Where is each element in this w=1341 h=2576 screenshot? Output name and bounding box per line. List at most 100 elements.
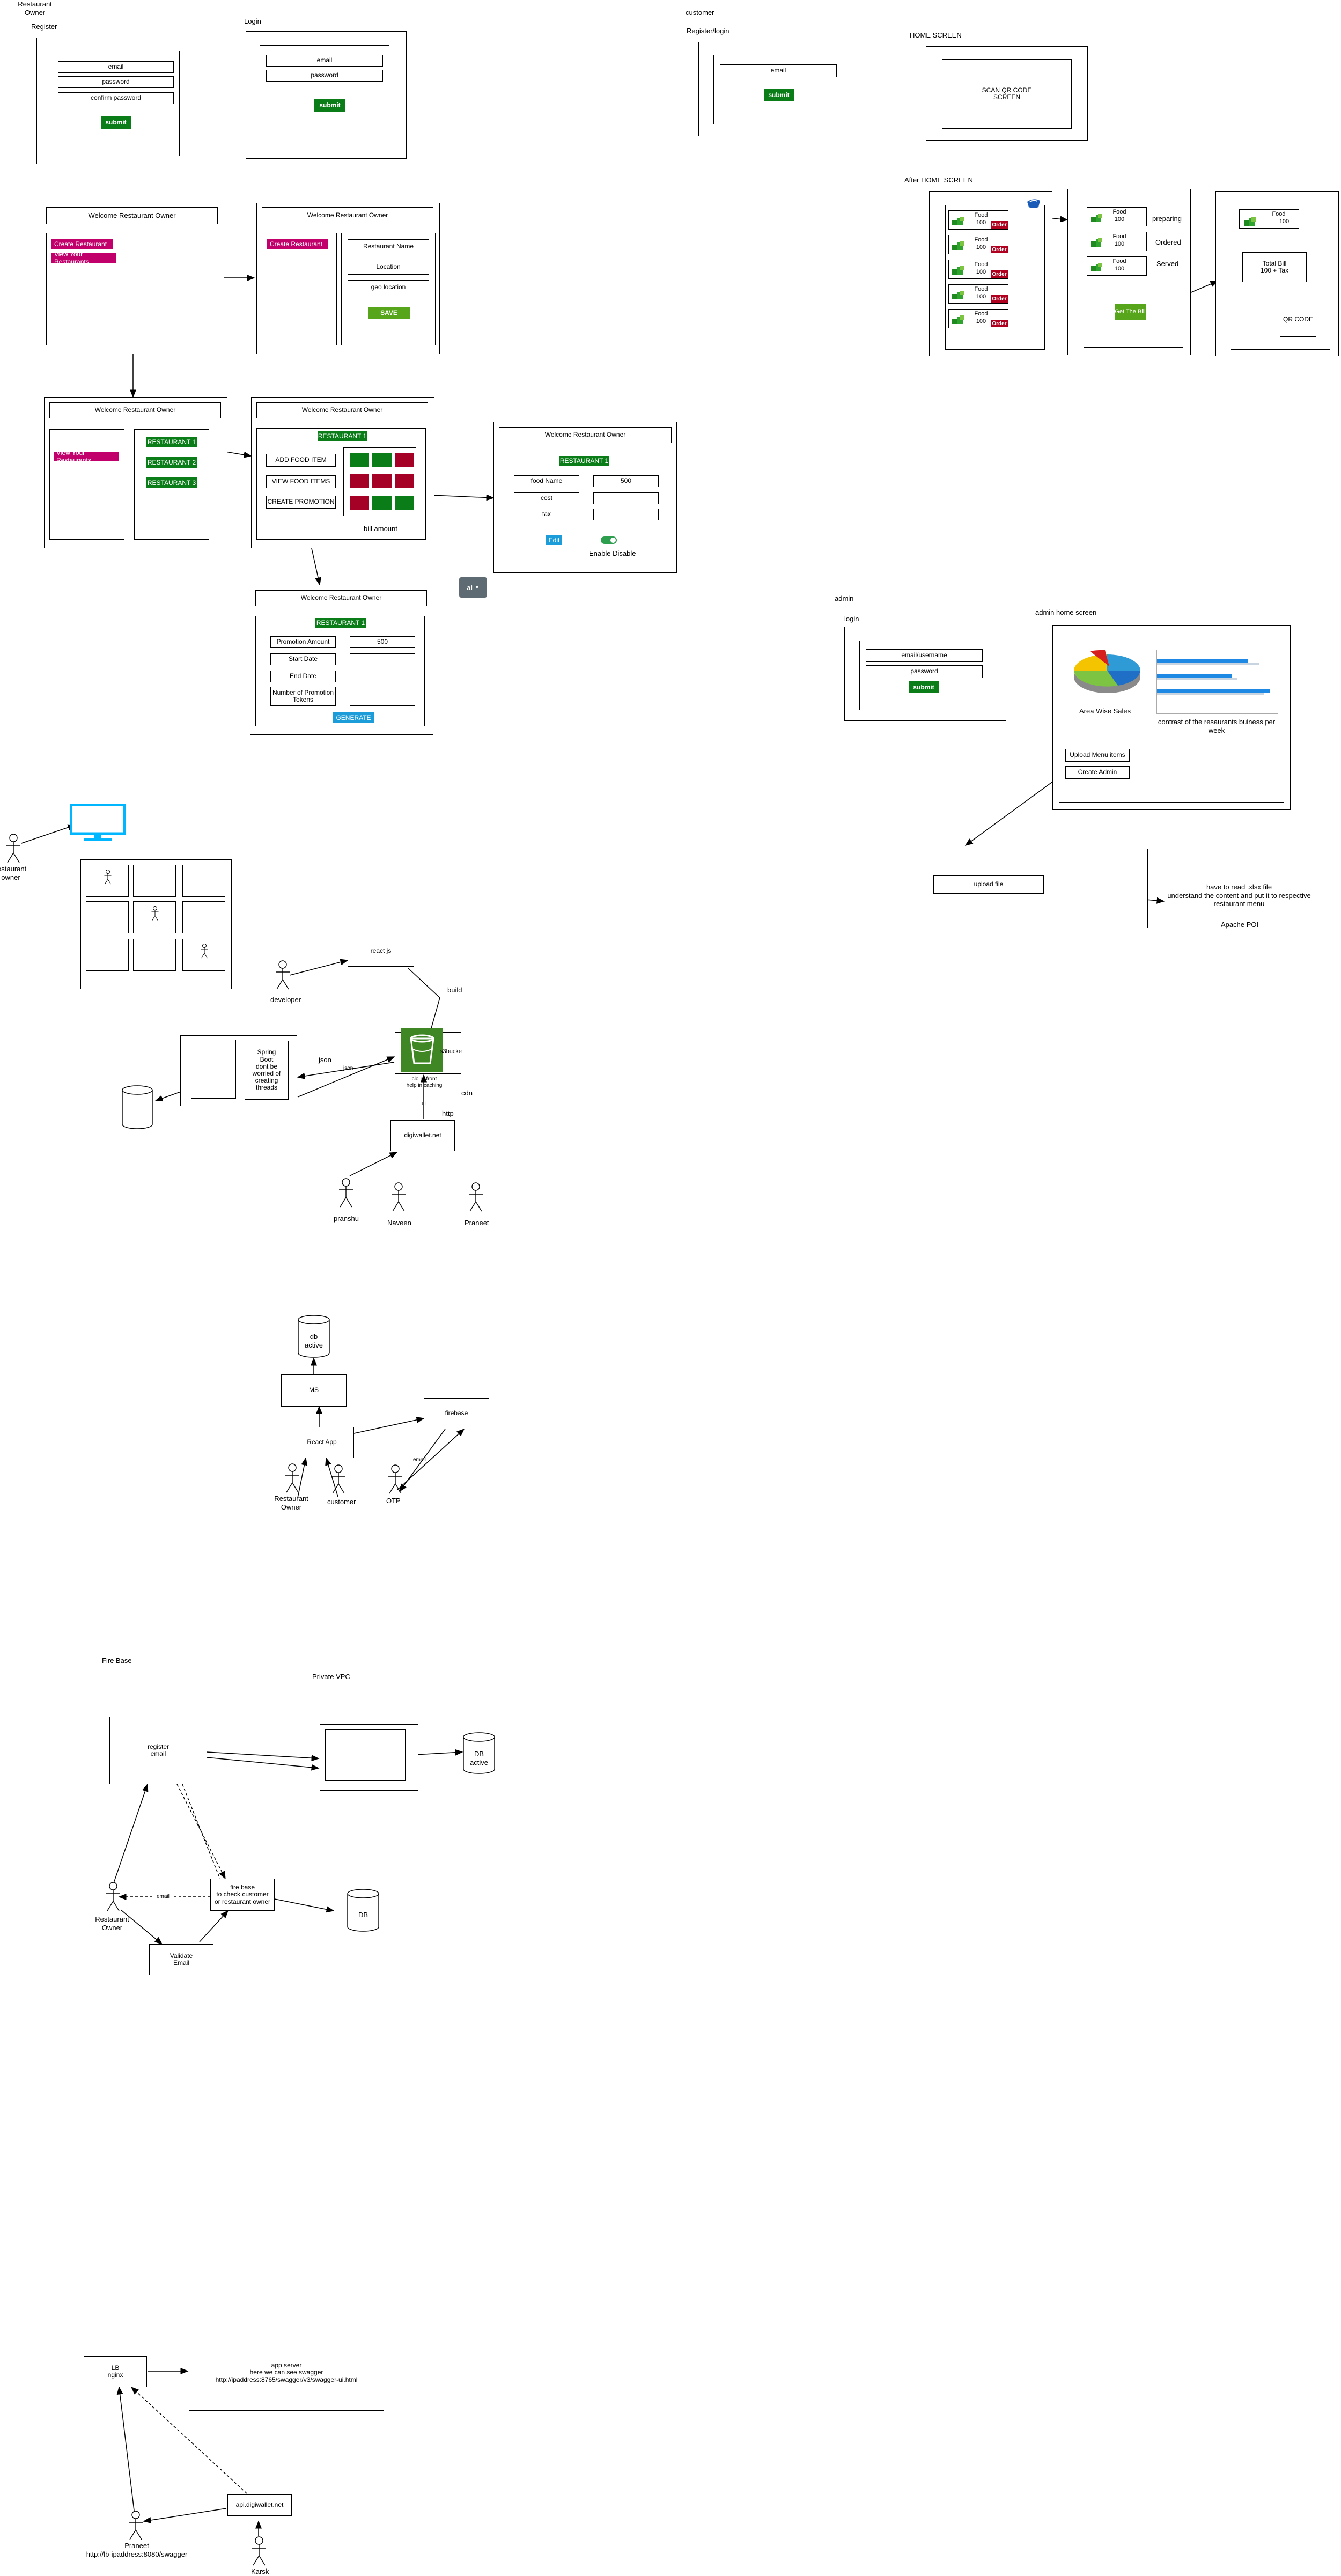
order-button[interactable]: Order (991, 320, 1008, 327)
api-box: api.digiwallet.net (227, 2494, 292, 2516)
restaurant-1-button[interactable]: RESTAURANT 1 (146, 437, 197, 447)
start-date-value[interactable] (350, 653, 415, 665)
pranshu-label: pranshu (334, 1215, 359, 1223)
enable-toggle[interactable] (601, 536, 617, 544)
order-button[interactable]: Order (991, 270, 1008, 278)
food-name-value[interactable]: 500 (593, 475, 659, 487)
food-tile[interactable] (395, 453, 414, 467)
db-active-cylinder (297, 1314, 330, 1358)
cost-value[interactable] (593, 492, 659, 504)
db-active-label: db active (305, 1333, 323, 1349)
admin-password-field[interactable]: password (866, 665, 983, 678)
food-name: Food (974, 286, 988, 292)
db-active-label-2: DB active (470, 1750, 488, 1767)
order-button[interactable]: Order (991, 246, 1008, 253)
server-inner (191, 1040, 236, 1099)
react-box: react js (348, 936, 414, 967)
customer-email-field[interactable]: email (720, 64, 837, 77)
customer-submit-button[interactable]: submit (764, 89, 794, 101)
ai-badge[interactable]: ai ▼ (459, 577, 487, 598)
view-restaurants-button[interactable]: View Your Restaurants (51, 251, 116, 266)
view-food-items-button[interactable]: VIEW FOOD ITEMS (266, 475, 336, 488)
generate-button[interactable]: GENERATE (333, 712, 374, 723)
lb-box: LB nginx (84, 2356, 147, 2387)
food-tile[interactable] (372, 474, 392, 488)
upload-file-button[interactable]: upload file (933, 875, 1044, 894)
login-password-field[interactable]: password (266, 70, 383, 82)
json-bottom-label: json (343, 1065, 353, 1071)
food-icon (952, 217, 965, 227)
fb-email-label: email (157, 1894, 170, 1900)
arch2-owner-figure (284, 1463, 300, 1495)
get-bill-button[interactable]: Get The Bill (1115, 304, 1146, 320)
otp-figure (387, 1464, 403, 1496)
food-tile[interactable] (372, 496, 392, 510)
admin-submit-button[interactable]: submit (909, 681, 939, 693)
arch2-customer-figure (330, 1464, 347, 1496)
admin-home-title: admin home screen (1035, 608, 1097, 616)
login-submit-button[interactable]: submit (314, 99, 345, 112)
developer-actor (275, 960, 291, 990)
bill-food-name: Food (1272, 211, 1286, 217)
qr-code-box[interactable]: QR CODE (1280, 303, 1316, 337)
upload-menu-items-button[interactable]: Upload Menu items (1065, 749, 1130, 762)
edit-button[interactable]: Edit (546, 535, 562, 545)
restaurant-3-button[interactable]: RESTAURANT 3 (146, 477, 197, 488)
grid-cell (133, 939, 176, 971)
food-icon (952, 315, 965, 326)
promotion-title: RESTAURANT 1 (315, 618, 366, 628)
order-button[interactable]: Order (991, 295, 1008, 303)
food-tile[interactable] (395, 474, 414, 488)
food-price: 100 (976, 219, 986, 226)
save-button[interactable]: SAVE (368, 307, 410, 319)
order-button[interactable]: Order (991, 221, 1008, 229)
view-restaurants-button-2[interactable]: View Your Restaurants (54, 449, 119, 464)
login-email-field[interactable]: email (266, 55, 383, 67)
grid-cell (133, 865, 176, 897)
food-icon (952, 291, 965, 301)
food-form-title: RESTAURANT 1 (559, 456, 609, 466)
food-price: 100 (1114, 216, 1125, 223)
tokens-value[interactable] (350, 689, 415, 706)
database-icon (121, 1085, 153, 1130)
food-tile[interactable] (350, 496, 369, 510)
tax-value[interactable] (593, 509, 659, 520)
fb-check-box: fire base to check customer or restauran… (210, 1879, 275, 1911)
location-field[interactable]: Location (348, 260, 429, 275)
cdn-label: cdn (461, 1089, 473, 1097)
food-tile[interactable] (372, 453, 392, 467)
after-home-title: After HOME SCREEN (904, 176, 973, 184)
geo-location-field[interactable]: geo location (348, 280, 429, 295)
food-tile[interactable] (350, 474, 369, 488)
owner-menu-panel (46, 233, 121, 345)
http-label: http (442, 1109, 454, 1117)
create-admin-button[interactable]: Create Admin (1065, 766, 1130, 779)
developer-label: developer (270, 996, 301, 1004)
end-date-value[interactable] (350, 671, 415, 682)
create-promotion-button[interactable]: CREATE PROMOTION (266, 496, 336, 509)
register-confirm-password-field[interactable]: confirm password (58, 92, 174, 104)
promotion-amount-value[interactable]: 500 (350, 636, 415, 648)
register-email-field[interactable]: email (58, 61, 174, 73)
register-password-field[interactable]: password (58, 76, 174, 88)
register-submit-button[interactable]: submit (101, 116, 131, 129)
create-restaurant-button-2[interactable]: Create Restaurant (267, 239, 328, 249)
restaurant-2-button[interactable]: RESTAURANT 2 (146, 457, 197, 468)
welcome-title-2: Welcome Restaurant Owner (262, 207, 433, 224)
food-name: Food (1112, 258, 1126, 264)
db-label: DB (358, 1911, 369, 1919)
scan-qr-panel[interactable]: SCAN QR CODE SCREEN (942, 59, 1072, 129)
welcome-title-6: Welcome Restaurant Owner (255, 590, 427, 606)
create-restaurant-button[interactable]: Create Restaurant (51, 239, 113, 249)
customer-actor (151, 906, 159, 923)
food-tile[interactable] (350, 453, 369, 467)
food-tile[interactable] (395, 496, 414, 510)
food-price: 100 (976, 269, 986, 275)
restaurant-name-field[interactable]: Restaurant Name (348, 239, 429, 254)
ms-box: MS (281, 1374, 347, 1407)
add-food-item-button[interactable]: ADD FOOD ITEM (266, 454, 336, 467)
admin-username-field[interactable]: email/username (866, 649, 983, 662)
bell-icon[interactable] (1026, 196, 1042, 210)
